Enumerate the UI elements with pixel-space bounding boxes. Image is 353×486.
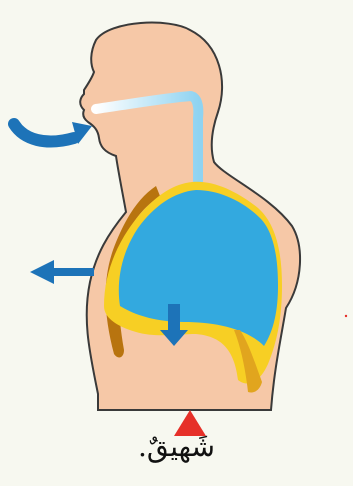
chest-expansion-arrow-icon: [30, 260, 94, 284]
inhale-curved-arrow-icon: [14, 124, 74, 142]
figure-caption: شَهيقٌ.: [0, 430, 353, 464]
small-dot: [345, 315, 347, 317]
